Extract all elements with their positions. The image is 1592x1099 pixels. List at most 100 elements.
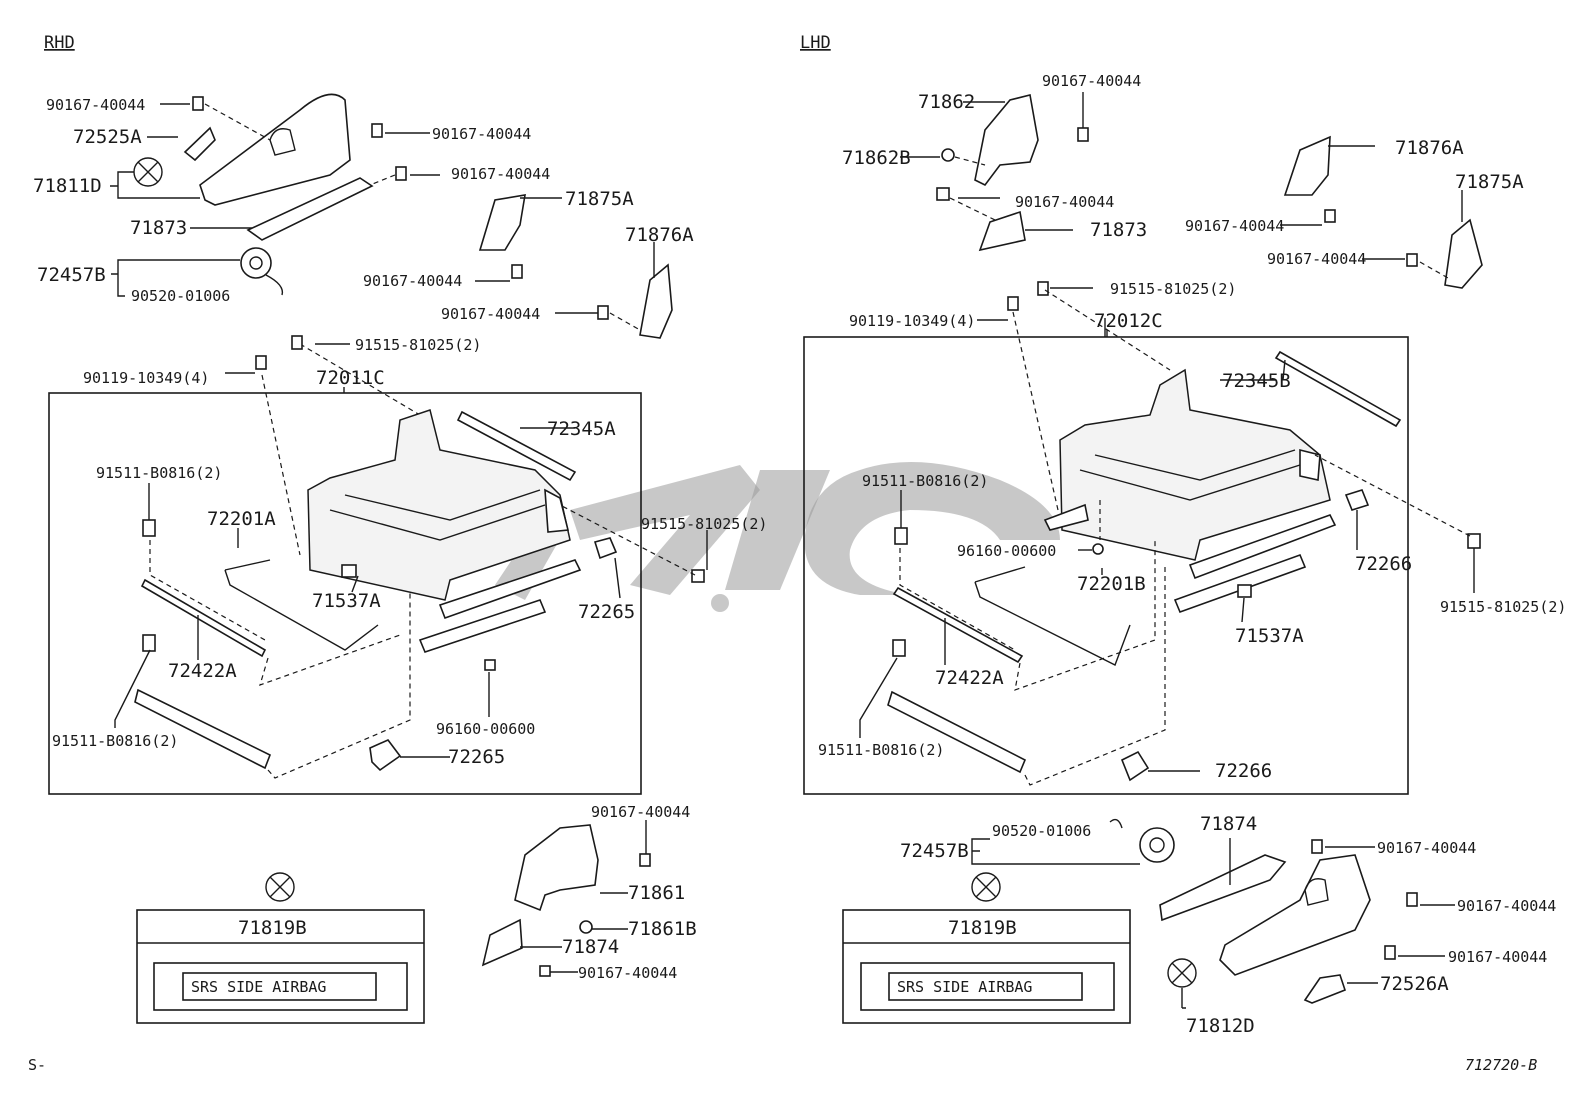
rhd-bracket-71874: [481, 918, 523, 967]
rhd-clip-72265: [369, 537, 618, 772]
lhd-top-bolts: [936, 127, 1418, 311]
lhd-label-91511-upper: 91511-B0816(2): [862, 472, 988, 490]
rhd-panel-part-number: 71819B: [238, 917, 307, 939]
lhd-cover-71862: [974, 94, 1039, 187]
lhd-label-90520: 90520-01006: [992, 822, 1091, 840]
lhd-label-71862: 71862: [918, 91, 975, 113]
rhd-label-90520: 90520-01006: [131, 287, 230, 305]
rhd-label-72345A: 72345A: [547, 418, 616, 440]
lhd-frame-box: [803, 336, 1409, 795]
lhd-bolts-frame: [892, 527, 1481, 657]
footer-left-code: S-: [28, 1056, 46, 1074]
lhd-seat-track-72012C: [1043, 368, 1337, 614]
rhd-wire-72201A: [224, 559, 379, 651]
rhd-label-91515-right: 91515-81025(2): [641, 515, 767, 533]
rhd-bar-lower: [134, 688, 272, 770]
lhd-label-90119: 90119-10349(4): [849, 312, 975, 330]
lhd-bar-lower: [887, 690, 1027, 774]
lhd-knob-72457B: [1109, 818, 1175, 863]
lhd-label-90167-e: 90167-40044: [1377, 839, 1476, 857]
lhd-label-72457B: 72457B: [900, 840, 969, 862]
lhd-label-72266-right: 72266: [1355, 553, 1412, 575]
rhd-label-72201A: 72201A: [207, 508, 276, 530]
lhd-label-71873: 71873: [1090, 219, 1147, 241]
rhd-label-91511-lower: 91511-B0816(2): [52, 732, 178, 750]
lhd-label-71537A: 71537A: [1235, 625, 1304, 647]
lhd-label-96160: 96160-00600: [957, 542, 1056, 560]
rhd-label-90167-a: 90167-40044: [46, 96, 145, 114]
lhd-label-90167-d: 90167-40044: [1267, 250, 1366, 268]
footer-figure-number: 712720-B: [1465, 1056, 1537, 1074]
lhd-label-71812D: 71812D: [1186, 1015, 1255, 1037]
rhd-label-71537A: 71537A: [312, 590, 381, 612]
rhd-bracket-71875A: [478, 194, 526, 251]
rhd-label-91511-upper: 91511-B0816(2): [96, 464, 222, 482]
rhd-label-90167-g: 90167-40044: [578, 964, 677, 982]
lhd-airbag-label-text: SRS SIDE AIRBAG: [897, 978, 1032, 996]
rhd-bracket-71876A: [639, 263, 673, 339]
rhd-label-71874: 71874: [562, 936, 619, 958]
lhd-bracket-71873: [978, 210, 1026, 252]
rhd-label-71875A: 71875A: [565, 188, 634, 210]
rhd-label-72011C: 72011C: [316, 367, 385, 389]
lhd-symbol-circle: [971, 872, 1001, 902]
lhd-label-72201B: 72201B: [1077, 573, 1146, 595]
lhd-lower-bolts: [1311, 839, 1418, 960]
rhd-label-90119: 90119-10349(4): [83, 369, 209, 387]
rhd-frame-box: [48, 392, 642, 795]
rhd-bolts-frame: [142, 519, 705, 671]
rhd-label-90167-b: 90167-40044: [432, 125, 531, 143]
lhd-label-72422A: 72422A: [935, 667, 1004, 689]
lhd-label-91515-right: 91515-81025(2): [1440, 598, 1566, 616]
lhd-bracket-71876A: [1283, 135, 1331, 196]
rhd-label-90167-e: 90167-40044: [441, 305, 540, 323]
rhd-label-71876A: 71876A: [625, 224, 694, 246]
rhd-cover-72525A: [183, 126, 216, 162]
rhd-label-72457B: 72457B: [37, 264, 106, 286]
lhd-rod-72345B: [1274, 350, 1402, 428]
rhd-label-90167-c: 90167-40044: [451, 165, 550, 183]
lhd-label-panel: [842, 909, 1131, 1024]
rhd-knob-72457B: [240, 247, 284, 296]
rhd-label-72422A: 72422A: [168, 660, 237, 682]
lhd-label-71874: 71874: [1200, 813, 1257, 835]
lhd-symbol-circle-shield: [1167, 958, 1197, 988]
lhd-label-90167-f: 90167-40044: [1457, 897, 1556, 915]
lhd-label-90167-g: 90167-40044: [1448, 948, 1547, 966]
rhd-label-96160: 96160-00600: [436, 720, 535, 738]
lhd-label-91511-lower: 91511-B0816(2): [818, 741, 944, 759]
rhd-outer-shield-71811D: [199, 93, 374, 241]
rhd-pad-71537A: [341, 564, 357, 578]
rhd-label-72525A: 72525A: [73, 126, 142, 148]
lhd-pad-71537A: [1237, 584, 1252, 598]
lhd-panel-part-number: 71819B: [948, 917, 1017, 939]
rhd-header: RHD: [44, 33, 75, 53]
rhd-cover-71861: [514, 824, 599, 912]
rhd-label-90167-f: 90167-40044: [591, 803, 690, 821]
lhd-label-71876A: 71876A: [1395, 137, 1464, 159]
rhd-label-71861B: 71861B: [628, 918, 697, 940]
lhd-label-71875A: 71875A: [1455, 171, 1524, 193]
lhd-label-72012C: 72012C: [1094, 310, 1163, 332]
rhd-bar-72422A: [140, 578, 267, 658]
rhd-lower-bolts: [539, 853, 651, 977]
lhd-label-91515-top: 91515-81025(2): [1110, 280, 1236, 298]
lhd-label-72266-bottom: 72266: [1215, 760, 1272, 782]
lhd-label-72526A: 72526A: [1380, 973, 1449, 995]
lhd-label-90167-a: 90167-40044: [1042, 72, 1141, 90]
lhd-bracket-71874: [1159, 854, 1287, 922]
rhd-label-panel: [136, 909, 425, 1024]
rhd-seat-track-72011C: [307, 409, 582, 653]
lhd-clip-72266: [1120, 489, 1370, 782]
lhd-wire-72201B: [974, 566, 1131, 666]
rhd-label-71861: 71861: [628, 882, 685, 904]
rhd-label-72265-right: 72265: [578, 601, 635, 623]
rhd-label-71873: 71873: [130, 217, 187, 239]
rhd-label-91515-top: 91515-81025(2): [355, 336, 481, 354]
lhd-bar-72422A: [892, 586, 1024, 664]
lhd-bracket-71875A: [1444, 218, 1483, 289]
lhd-header: LHD: [800, 33, 831, 53]
rhd-label-90167-d: 90167-40044: [363, 272, 462, 290]
rhd-label-72265-bottom: 72265: [448, 746, 505, 768]
